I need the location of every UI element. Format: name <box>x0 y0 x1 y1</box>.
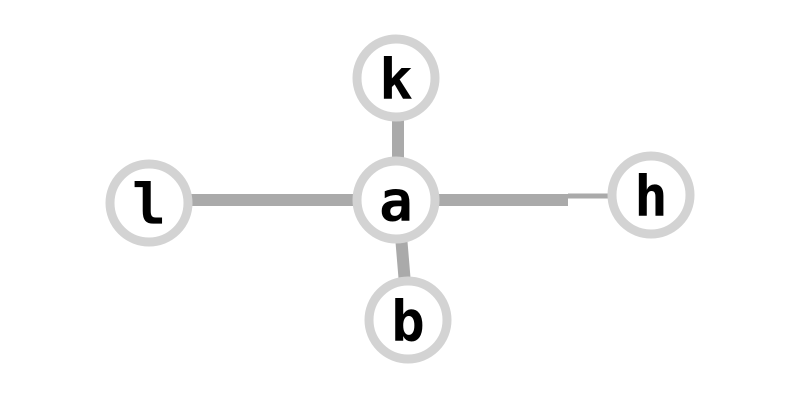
node-label-l: l <box>132 173 166 238</box>
node-label-a: a <box>379 170 413 235</box>
node-h: h <box>607 151 695 239</box>
node-k: k <box>352 34 440 122</box>
node-layer: k l a h b <box>105 34 695 364</box>
node-l: l <box>105 159 193 247</box>
node-label-b: b <box>391 290 425 355</box>
node-label-h: h <box>634 165 668 230</box>
node-a: a <box>352 156 440 244</box>
node-label-k: k <box>379 48 413 113</box>
node-b: b <box>364 276 452 364</box>
